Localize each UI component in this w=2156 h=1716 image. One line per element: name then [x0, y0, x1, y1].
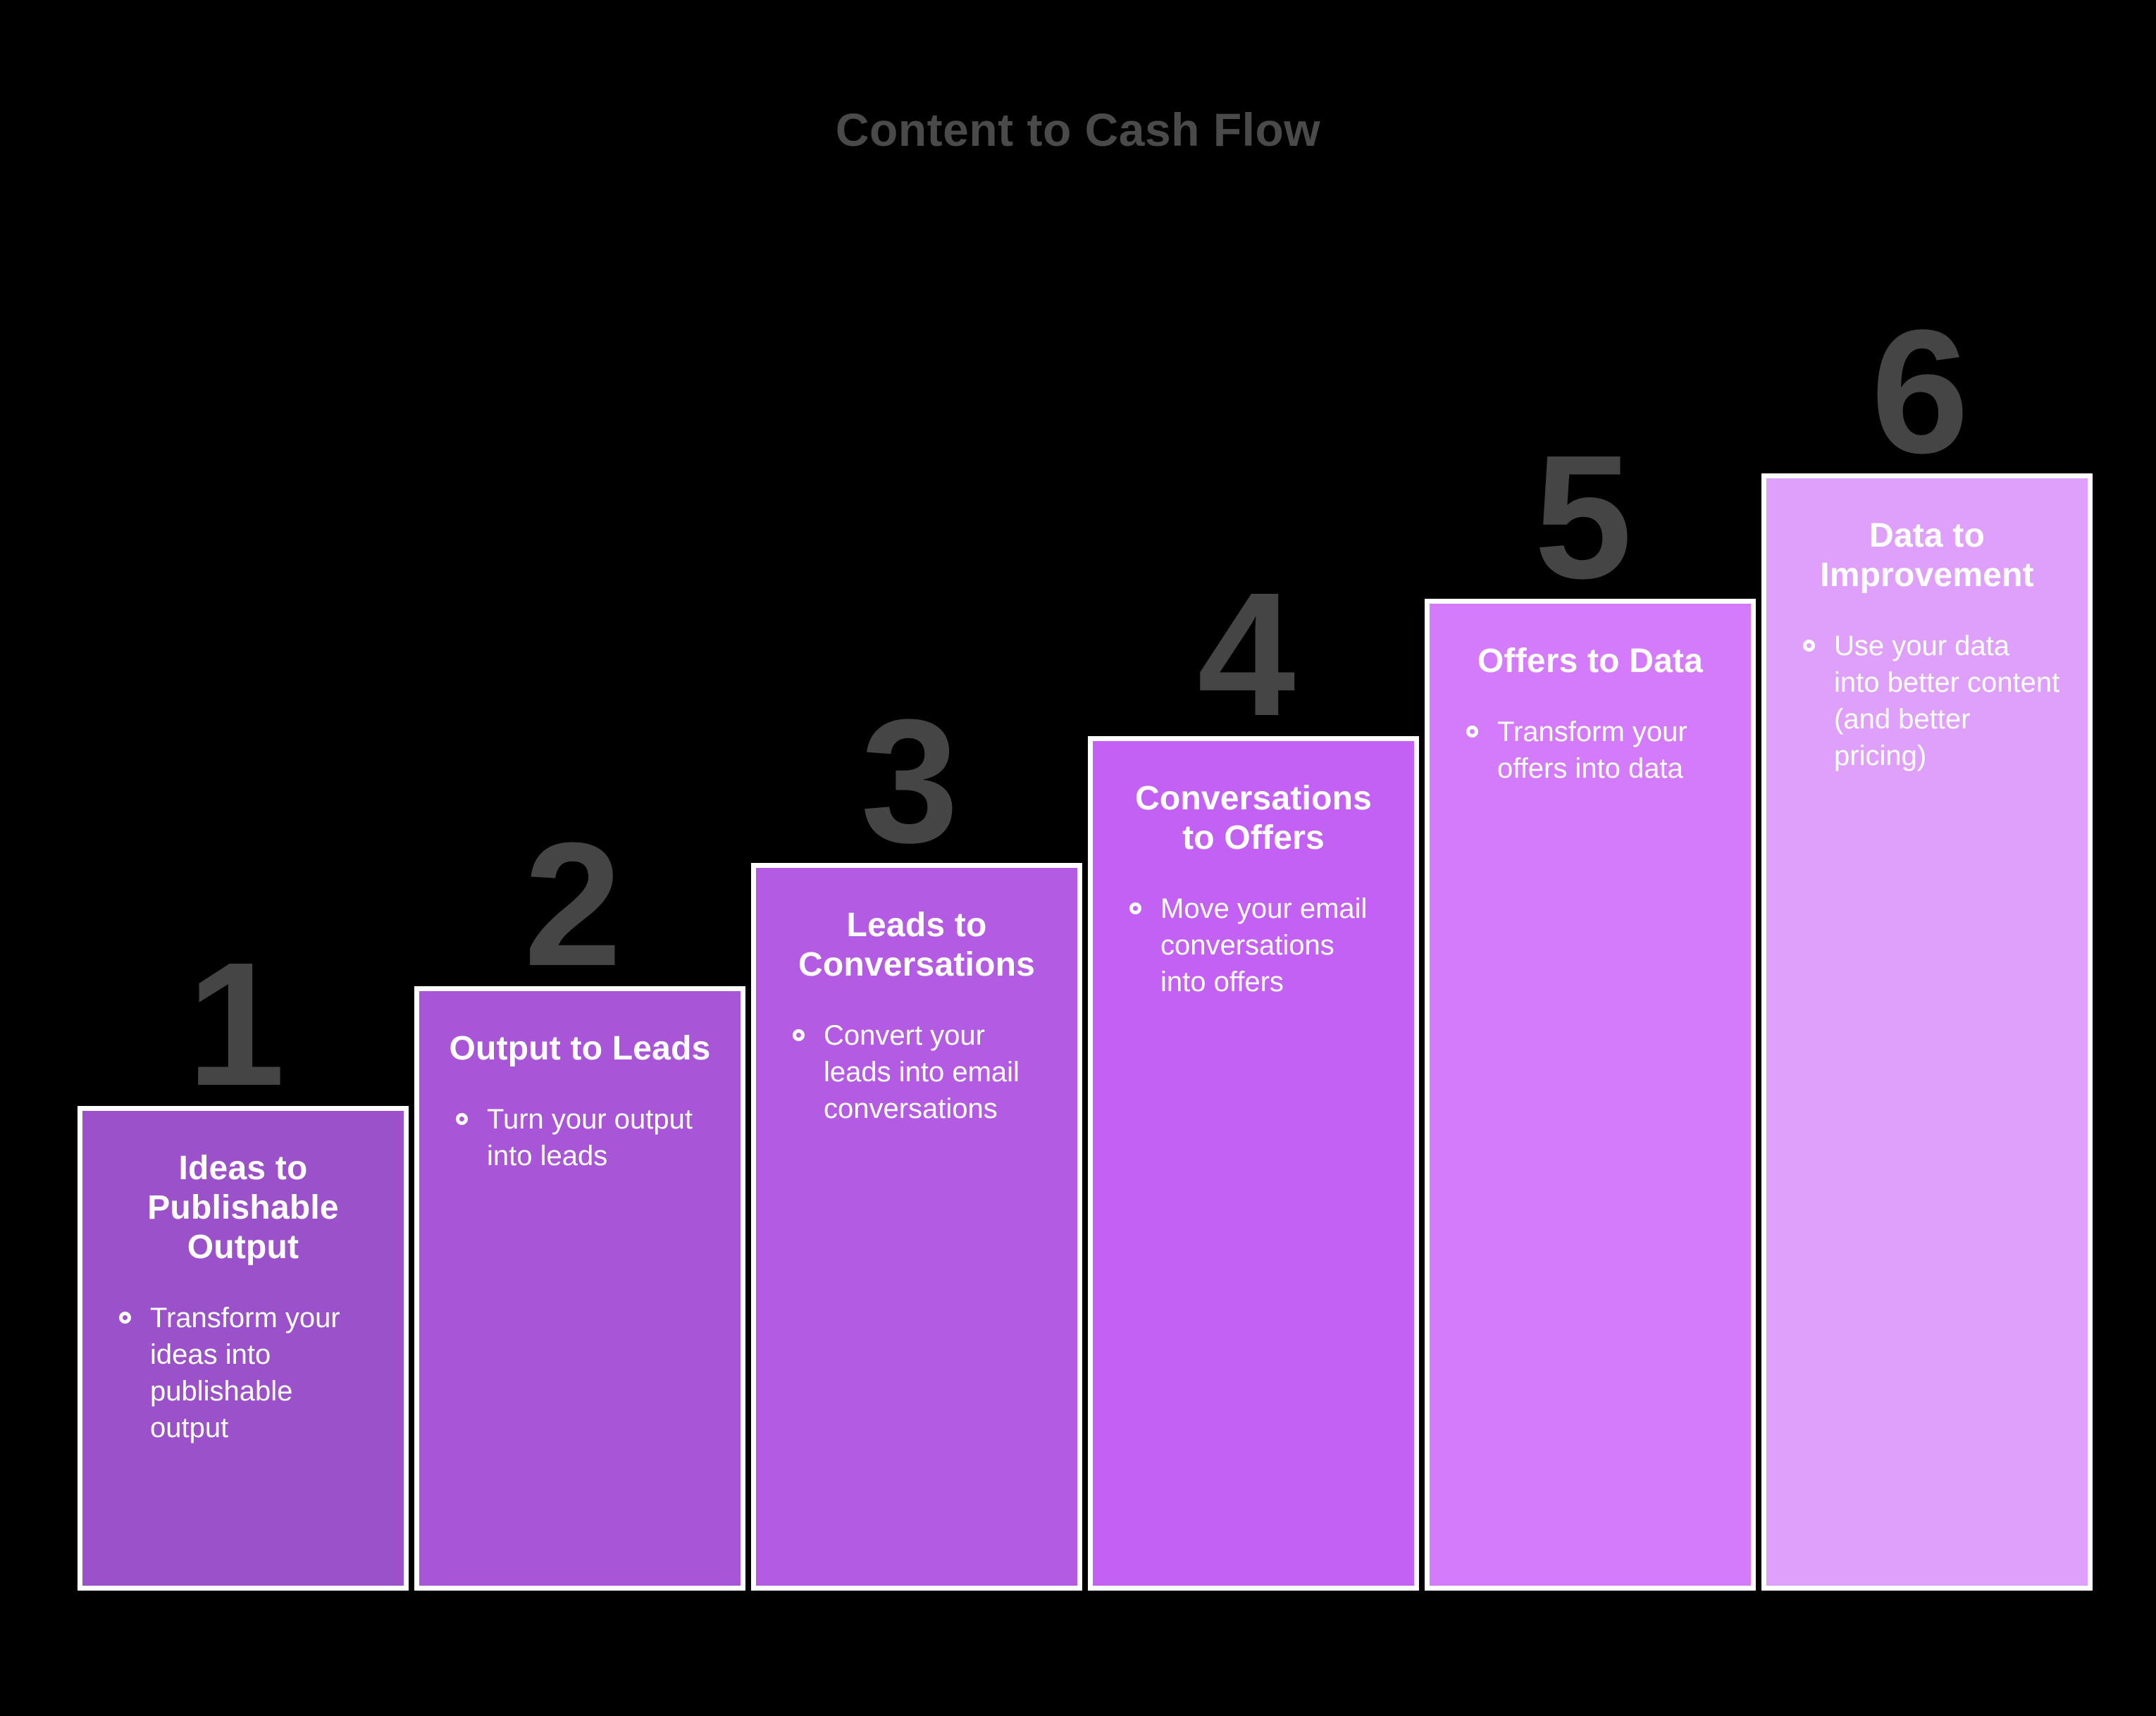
bullet-text: Transform your offers into data [1497, 716, 1687, 785]
list-item: Turn your output into leads [446, 1101, 714, 1174]
step-heading: Offers to Data [1477, 642, 1704, 680]
circle-bullet-icon [1466, 726, 1478, 738]
step-heading: Ideas to Publishable Output [147, 1150, 339, 1267]
bullet-text: Use your data into better content (and b… [1834, 630, 2060, 772]
bullet-text: Convert your leads into email conversati… [824, 1020, 1020, 1125]
circle-bullet-icon [456, 1113, 468, 1126]
step-bullet-list: Turn your output into leads [446, 1101, 714, 1174]
bullet-text: Move your email conversations into offer… [1160, 893, 1368, 998]
step-number-3: 3 [860, 683, 959, 879]
step-number-4: 4 [1197, 556, 1296, 752]
step-heading: Conversations to Offers [1134, 780, 1373, 857]
list-item: Move your email conversations into offer… [1120, 890, 1387, 1000]
list-item: Convert your leads into email conversati… [783, 1017, 1051, 1127]
step-bullet-list: Convert your leads into email conversati… [783, 1017, 1051, 1127]
step-bullet-list: Transform your ideas into publishable ou… [109, 1300, 377, 1446]
step-number-1: 1 [187, 926, 285, 1122]
circle-bullet-icon [1803, 640, 1815, 652]
step-heading: Output to Leads [449, 1030, 711, 1067]
step-bullet-list: Use your data into better content (and b… [1793, 628, 2061, 774]
list-item: Transform your offers into data [1456, 714, 1724, 787]
bullet-text: Transform your ideas into publishable ou… [150, 1302, 340, 1444]
step-number-5: 5 [1534, 418, 1633, 615]
step-heading: Leads to Conversations [798, 907, 1036, 984]
list-item: Use your data into better content (and b… [1793, 628, 2061, 774]
step-bullet-list: Transform your offers into data [1456, 714, 1724, 787]
step-number-2: 2 [523, 806, 622, 1002]
bullet-text: Turn your output into leads [487, 1104, 693, 1172]
page-title: Content to Cash Flow [835, 104, 1321, 156]
step-heading: Data to Improvement [1820, 517, 2034, 595]
list-item: Transform your ideas into publishable ou… [109, 1300, 377, 1446]
circle-bullet-icon [1129, 902, 1141, 915]
step-bullet-list: Move your email conversations into offer… [1120, 890, 1387, 1000]
step-number-6: 6 [1871, 293, 1969, 490]
circle-bullet-icon [119, 1312, 131, 1324]
circle-bullet-icon [793, 1029, 805, 1042]
